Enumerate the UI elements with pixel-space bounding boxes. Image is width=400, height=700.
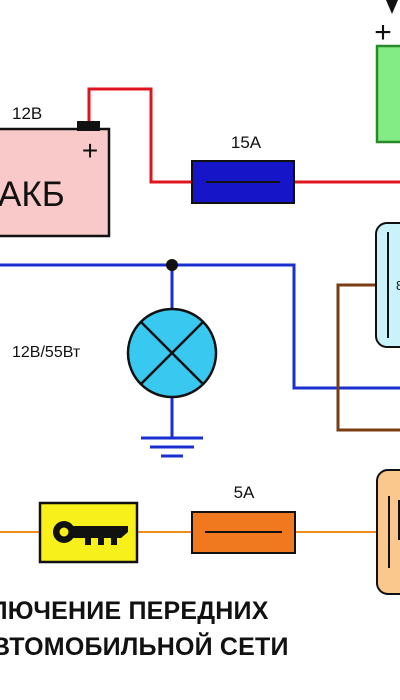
battery-plus-sign: + xyxy=(82,135,98,166)
key-icon xyxy=(53,521,128,545)
green-component-partial: + xyxy=(374,0,400,144)
ignition-key xyxy=(38,501,139,564)
arrow-icon xyxy=(386,0,398,14)
battery-name-label: АКБ xyxy=(0,175,65,214)
caption-line-2: ВТОМОБИЛЬНОЙ СЕТИ xyxy=(0,633,289,661)
fuse-main: 15А xyxy=(191,133,295,204)
junction-dot xyxy=(166,259,178,271)
fuse-key-label: 5А xyxy=(234,483,255,502)
fuse-main-label: 15А xyxy=(231,133,262,152)
battery: 12В + АКБ xyxy=(0,104,111,238)
orange-component-partial xyxy=(376,469,400,595)
battery-voltage-label: 12В xyxy=(12,104,42,123)
ground-icon xyxy=(141,436,203,458)
lamp-icon xyxy=(126,307,218,399)
brown-wire xyxy=(336,283,400,432)
fuse-key: 5А xyxy=(191,483,296,554)
relay-partial-label: 8 xyxy=(396,278,400,293)
blue-wire xyxy=(0,263,400,438)
red-wire xyxy=(87,87,400,184)
caption-line-1: ЛЮЧЕНИЕ ПЕРЕДНИХ xyxy=(0,597,269,625)
relay-partial: 8 xyxy=(375,222,400,348)
green-component-plus: + xyxy=(374,16,392,49)
battery-terminal xyxy=(77,121,100,131)
lamp-rating-label: 12В/55Вт xyxy=(12,344,81,361)
